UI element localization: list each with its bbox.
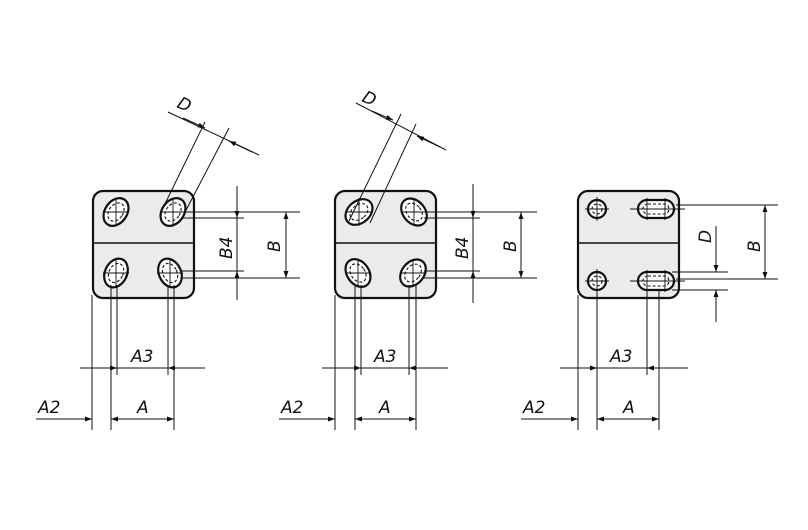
b-dimensions [676, 204, 778, 280]
d-label: D [696, 230, 716, 243]
a2-label: A2 [37, 398, 60, 418]
d-dimension [672, 226, 728, 322]
a-label: A [136, 398, 149, 418]
slot-hole [630, 198, 685, 220]
a3-label: A3 [130, 347, 153, 367]
round-hole [585, 197, 609, 221]
b-label: B [745, 240, 765, 252]
d-label: D [359, 87, 379, 111]
slot-hole [102, 197, 130, 227]
slot-hole [344, 198, 374, 226]
slot-hole [157, 257, 183, 289]
b-dimensions [182, 186, 300, 300]
d-dimension [161, 111, 260, 215]
slot-hole [159, 197, 187, 227]
b4-label: B4 [217, 237, 237, 259]
a3-label: A3 [373, 347, 396, 367]
b4-label: B4 [453, 237, 473, 259]
d-dimension [348, 102, 447, 224]
hinge-view-3: D B A3 A2 A [521, 189, 778, 430]
b-dimensions [424, 184, 537, 303]
slot-hole [103, 257, 129, 289]
b-label: B [265, 240, 285, 252]
a-label: A [378, 398, 391, 418]
b-label: B [501, 240, 521, 252]
a2-label: A2 [522, 398, 545, 418]
slot-hole [400, 197, 428, 227]
slot-hole [399, 258, 427, 288]
a-dimensions [521, 290, 688, 430]
a-dimensions [279, 285, 448, 430]
a3-label: A3 [609, 347, 632, 367]
a2-label: A2 [280, 398, 303, 418]
hinge-view-1: D B4 B A3 A2 [36, 93, 300, 430]
hinge-view-2: D B4 B A3 A2 A [279, 87, 537, 430]
a-dimensions [36, 285, 205, 430]
slot-hole [344, 258, 372, 288]
a-label: A [622, 398, 635, 418]
slot-hole [630, 270, 685, 292]
d-label: D [174, 93, 194, 117]
